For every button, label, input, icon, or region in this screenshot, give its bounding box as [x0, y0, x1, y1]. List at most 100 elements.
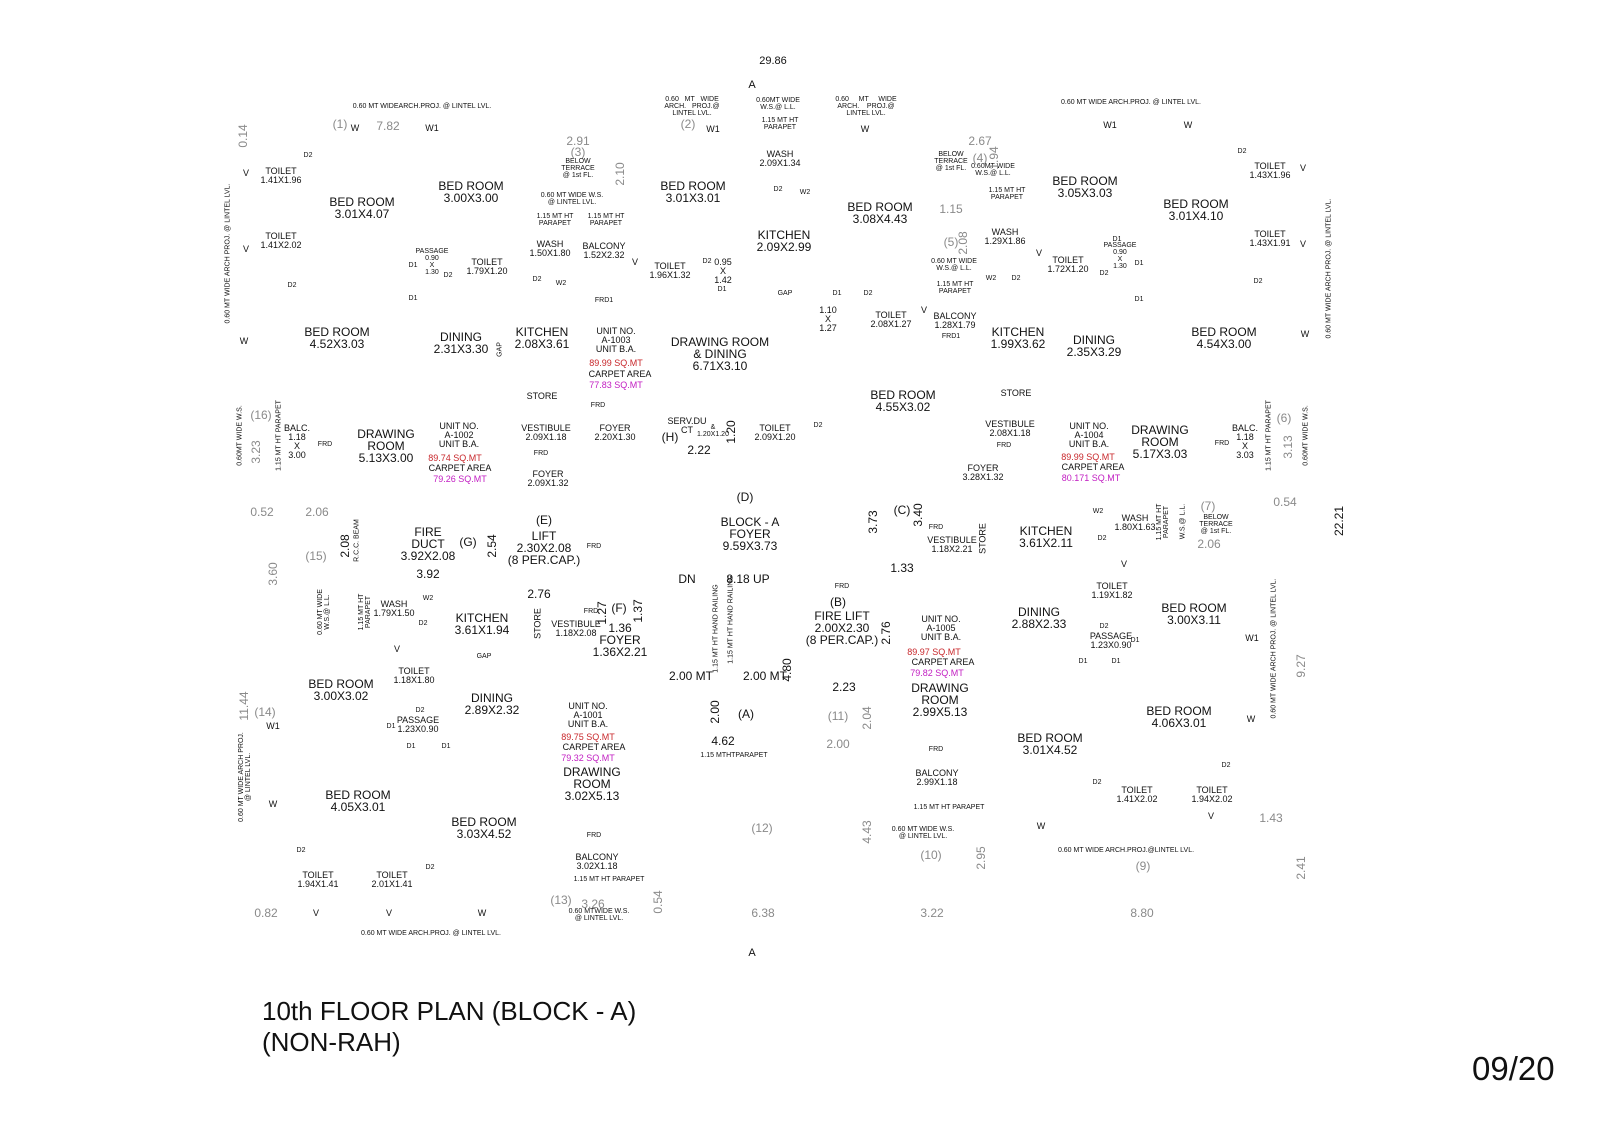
plan-label: W.S.@ L.L.	[1179, 503, 1187, 540]
plan-label: FOYER 2.20X1.30	[594, 423, 636, 442]
plan-label: 1.15 MT HT PARAPET	[358, 593, 372, 631]
plan-label: R.C.C. BEAM	[353, 519, 361, 562]
plan-label: BALC. 1.18 X 3.00	[283, 423, 311, 460]
plan-label: D2	[415, 707, 425, 714]
plan-label: PASSAGE 1.23X0.90	[1089, 631, 1133, 650]
plan-label: 4.80	[780, 658, 794, 682]
plan-label: (A)	[738, 707, 754, 721]
plan-label: STORE	[526, 391, 558, 401]
plan-label: BELOW TERRACE @ 1st FL.	[934, 151, 968, 172]
plan-label: D2	[1237, 148, 1247, 155]
plan-label: TOILET 1.18X1.80	[393, 666, 435, 685]
plan-label: D1	[406, 743, 416, 750]
plan-label: BED ROOM 3.05X3.03	[1052, 174, 1118, 200]
plan-label: BELOW TERRACE @ 1st FL.	[561, 158, 595, 179]
plan-label: PASSAGE 1.23X0.90	[396, 715, 440, 734]
plan-label: W2	[799, 189, 811, 196]
plan-label: D1	[441, 743, 451, 750]
plan-label: STORE	[532, 608, 543, 639]
plan-label: D1	[832, 290, 842, 297]
plan-label: FIRE DUCT 3.92X2.08	[400, 525, 456, 563]
plan-label: BED ROOM 3.01X3.01	[660, 179, 726, 205]
plan-label: 0.60 MT WIDE W.S.@ L.L.	[317, 589, 331, 635]
plan-label: 2.00 MT	[668, 669, 714, 683]
plan-label: DRAWING ROOM 3.02X5.13	[563, 765, 621, 803]
plan-label: 0.60 MT WIDE W.S.@ L.L.	[931, 258, 977, 272]
plan-label: D1	[408, 262, 418, 269]
plan-label: 0.60 MT WIDE ARCH PROJ. @ LINTEL LVL.	[1325, 198, 1333, 339]
plan-label: D2	[1099, 623, 1109, 630]
plan-label: 1.15 MT HT HAND RAILING	[727, 575, 735, 664]
plan-label: BALCONY 3.02X1.18	[575, 852, 619, 871]
plan-label: A	[748, 79, 756, 91]
plan-label: W1	[425, 123, 439, 133]
plan-label: (B)	[830, 595, 846, 609]
plan-label: 2.23	[832, 680, 856, 694]
plan-label: TOILET 1.41X2.02	[1116, 785, 1158, 804]
plan-label: D2	[1221, 762, 1231, 769]
plan-label: 4.62	[711, 734, 735, 748]
plan-label: BALCONY 1.52X2.32	[582, 241, 626, 260]
plan-label: V	[1299, 163, 1307, 173]
plan-label: FOYER 3.28X1.32	[962, 463, 1004, 482]
plan-label: W	[239, 336, 249, 346]
plan-label: DRAWING ROOM & DINING 6.71X3.10	[670, 335, 770, 373]
plan-label: V	[1120, 559, 1128, 569]
plan-label: KITCHEN 1.99X3.62	[990, 325, 1046, 351]
plan-label: 0.60 MT WIDE ARCH.PROJ. @ LINTEL LVL.	[1060, 99, 1202, 106]
plan-label: FRD	[583, 608, 599, 615]
plan-label: V	[1207, 811, 1215, 821]
plan-label: (C)	[893, 503, 911, 517]
plan-label: FRD	[996, 442, 1012, 449]
plan-label: (3)	[570, 145, 586, 159]
plan-label: D2	[532, 276, 542, 283]
plan-label: TOILET 1.41X2.02	[260, 231, 302, 250]
plan-label: DN	[678, 572, 696, 586]
plan-label: 1.15 MT HT PARAPET	[988, 187, 1026, 201]
plan-label: 0.60 MT WIDE ARCH PROJ. @ LINTEL LVL.	[1270, 578, 1278, 719]
plan-label: 1.15 MT HT PARAPET	[573, 876, 645, 883]
plan-label: V	[312, 908, 320, 918]
plan-label: BED ROOM 4.06X3.01	[1146, 704, 1212, 730]
plan-label: 1.15 MT HT PARAPET	[587, 213, 625, 227]
plan-label: 1.33	[890, 561, 914, 575]
plan-label: 3.23	[249, 440, 263, 464]
plan-label: FRD	[317, 441, 333, 448]
plan-label: 3.73	[866, 510, 880, 534]
plan-label: SERV.DU CT	[667, 416, 707, 435]
plan-label: D2	[303, 152, 313, 159]
plan-label: 0.60MT WIDE W.S.	[236, 405, 244, 466]
plan-label: GAP	[777, 290, 793, 297]
plan-label: FRD1	[941, 333, 961, 340]
plan-label: BED ROOM 3.01X4.10	[1163, 197, 1229, 223]
plan-label: W	[1036, 821, 1046, 831]
plan-label: 0.82	[254, 906, 278, 920]
plan-label: TOILET 2.01X1.41	[371, 870, 413, 889]
plan-label: V	[393, 644, 401, 654]
plan-label: DINING 2.88X2.33	[1011, 605, 1067, 631]
plan-label: (5)	[943, 235, 959, 249]
plan-label: 0.60 MT WIDE ARCH.PROJ.@LINTEL LVL.	[1057, 847, 1195, 854]
plan-label: 0.60 MT WIDE ARCH. PROJ.@ LINTEL LVL.	[664, 96, 720, 117]
plan-label: D2	[1092, 779, 1102, 786]
plan-label: W2	[555, 280, 567, 287]
plan-label: KITCHEN 3.61X2.11	[1019, 524, 1073, 550]
plan-label: 79.82 SQ.MT	[910, 668, 964, 678]
plan-label: CARPET AREA	[428, 463, 492, 473]
plan-label: BED ROOM 3.03X4.52	[451, 815, 517, 841]
plan-label: W1	[706, 124, 720, 134]
plan-label: 8.18 UP	[726, 572, 770, 586]
plan-label: 2.67	[968, 134, 992, 148]
plan-label: PASSAGE 0.90 X 1.30	[1103, 242, 1137, 270]
plan-label: FRD	[533, 450, 549, 457]
plan-label: BLOCK - A FOYER 9.59X3.73	[720, 515, 780, 553]
plan-label: 22.21	[1332, 505, 1346, 537]
plan-label: 2.91	[566, 134, 590, 148]
plan-label: FRD	[586, 832, 602, 839]
plan-label: 0.60 MT WIDE ARCH.PROJ. @ LINTEL LVL.	[360, 930, 502, 937]
plan-label: 1.15 MT HT PARAPET	[936, 281, 974, 295]
plan-label: TOILET 1.79X1.20	[466, 257, 508, 276]
plan-label: 6.38	[751, 906, 775, 920]
plan-label: D2	[425, 864, 435, 871]
plan-label: FRD	[928, 524, 944, 531]
